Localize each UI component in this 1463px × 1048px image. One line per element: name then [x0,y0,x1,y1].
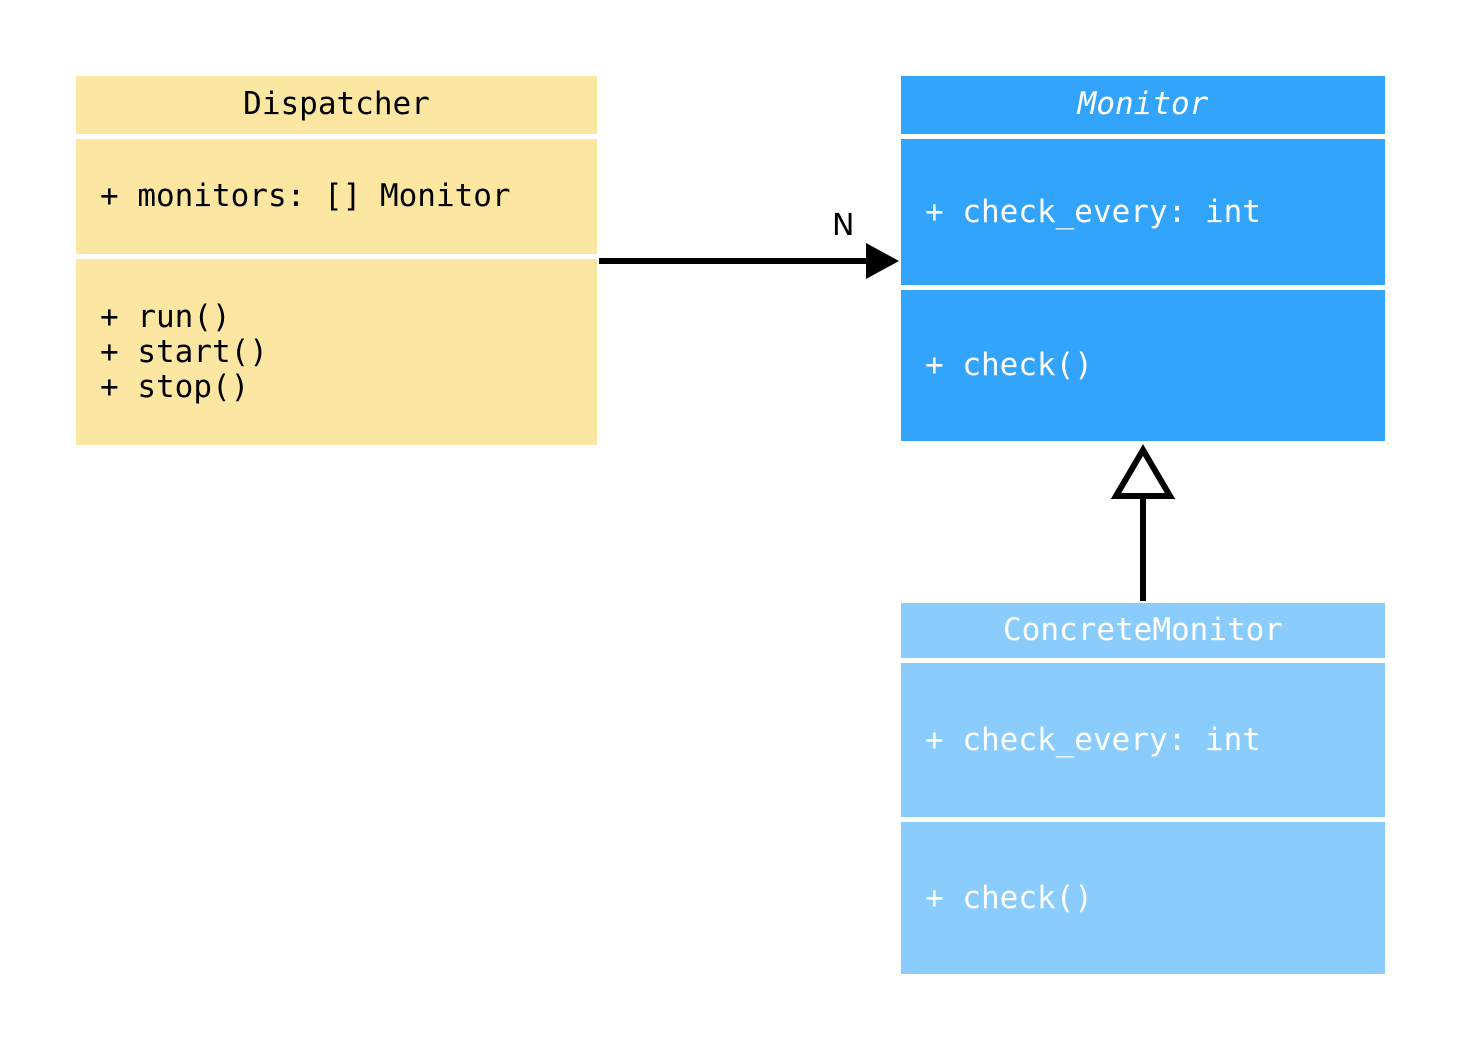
attribute-item: + monitors: [] Monitor [100,178,511,214]
class-attributes-concretemonitor: + check_every: int [901,663,1385,817]
class-methods-concretemonitor: + check() [901,822,1385,974]
method-item: + run() [100,298,231,335]
class-box-dispatcher[interactable]: Dispatcher + monitors: [] Monitor + run(… [76,76,597,445]
class-header-concretemonitor: ConcreteMonitor [901,603,1385,658]
association-dispatcher-to-monitor [599,243,899,279]
generalization-concretemonitor-to-monitor [1110,444,1176,601]
class-attributes-monitor: + check_every: int [901,139,1385,285]
class-name-dispatcher: Dispatcher [243,86,430,123]
method-item: + check() [925,879,1093,916]
association-arrowhead-icon [866,243,899,279]
class-name-concretemonitor: ConcreteMonitor [1003,611,1283,648]
class-methods-dispatcher: + run() + start() + stop() [76,259,597,445]
attribute-item: + check_every: int [925,193,1261,230]
class-name-monitor: Monitor [1077,86,1209,123]
method-item: + check() [925,347,1093,383]
attribute-item: + check_every: int [925,721,1261,758]
method-item: + stop() [100,368,250,405]
class-methods-monitor: + check() [901,290,1385,441]
class-attributes-dispatcher: + monitors: [] Monitor [76,139,597,254]
method-item: + start() [100,333,268,370]
association-multiplicity-label: N [832,208,855,243]
class-header-monitor: Monitor [901,76,1385,134]
class-box-monitor[interactable]: Monitor + check_every: int + check() [901,76,1385,441]
class-box-concretemonitor[interactable]: ConcreteMonitor + check_every: int + che… [901,603,1385,974]
class-header-dispatcher: Dispatcher [76,76,597,134]
generalization-hollow-triangle-icon [1110,444,1176,499]
